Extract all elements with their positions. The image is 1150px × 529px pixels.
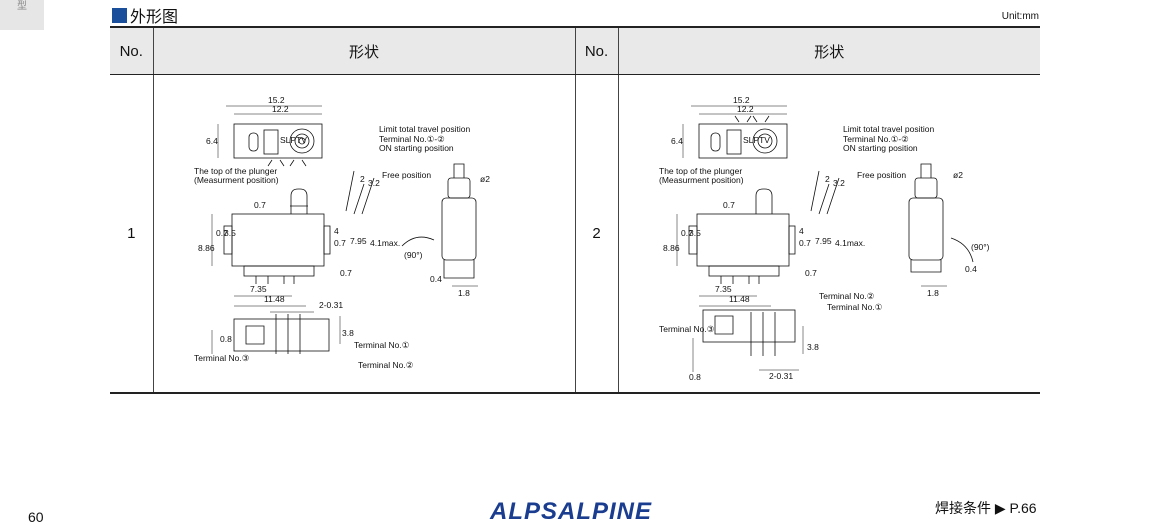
dim-3-8: 3.8 [807,342,819,352]
table-row: 1 [110,74,1040,394]
dim-3-5: 3.5 [224,228,236,238]
outline-drawing-1: 15.2 12.2 6.4 SLPTV Limit total travel p… [194,95,490,370]
alpsalpine-logo: ALPSALPINE [490,498,653,525]
dim-0-7a: 0.7 [723,200,735,210]
dim-8-86: 8.86 [663,243,680,253]
section-title: 外形图 [112,3,178,27]
label-terminal-3: Terminal No.③ [194,353,250,363]
part-marking: SLPTV [280,135,307,145]
label-terminal-3: Terminal No.③ [659,324,715,334]
dim-8-86: 8.86 [198,243,215,253]
shape-cell-2: 15.2 12.2 6.4 SLPTV Limit total travel p… [617,74,1040,394]
label-free: Free position [857,170,906,180]
dim-0-7b: 0.7 [681,228,693,238]
dim-0-8: 0.8 [689,372,701,381]
label-terminal-2: Terminal No.② [819,291,875,301]
dim-7-35: 7.35 [715,284,732,294]
dim-4-1max: 4.1max. [370,238,400,248]
dim-3-8: 3.8 [342,328,354,338]
label-terminal-1: Terminal No.① [827,302,883,312]
side-tab: 型 [0,0,44,30]
table-header-row: No. 形状 No. 形状 [110,26,1040,75]
row-no-1: 1 [110,74,153,394]
part-marking: SLPTV [743,135,770,145]
page-number: 60 [28,509,44,525]
label-plunger-1: The top of the plunger [194,166,277,176]
label-on-2: ON starting position [843,143,918,153]
dim-15-2: 15.2 [733,95,750,105]
dim-6-4: 6.4 [671,136,683,146]
dim-0-7d: 0.7 [340,268,352,278]
dim-0-7c: 0.7 [334,238,346,248]
dim-7-35: 7.35 [250,284,267,294]
header-shape: 形状 [152,26,575,75]
section-title-text: 外形图 [130,9,179,26]
dim-2: 2 [360,174,365,184]
unit-label: Unit:mm [1001,11,1039,22]
outline-table: No. 形状 No. 形状 1 [110,26,1040,394]
label-on-1: Terminal No.①-② [379,134,445,144]
header-no: No. [110,26,153,75]
label-on-1: Terminal No.①-② [843,134,909,144]
dim-phi-2: ø2 [953,170,963,180]
label-limit: Limit total travel position [379,124,470,134]
dim-7-95: 7.95 [815,236,832,246]
dim-4: 4 [799,226,804,236]
dim-11-48: 11.48 [264,294,285,304]
dim-3-2: 3.2 [833,178,845,188]
dim-12-2: 12.2 [272,104,289,114]
label-plunger-1: The top of the plunger [659,166,742,176]
dim-2: 2 [825,174,830,184]
outline-drawing-2: 15.2 12.2 6.4 SLPTV Limit total travel p… [659,95,990,381]
dim-7-95: 7.95 [350,236,367,246]
shape-cell-1: 15.2 12.2 6.4 SLPTV Limit total travel p… [152,74,575,394]
dim-3-5: 3.5 [689,228,701,238]
dim-2-0-31: 2-0.31 [319,300,343,310]
header-shape-2: 形状 [617,26,1040,75]
dim-4: 4 [334,226,339,236]
row-no-2: 2 [574,74,618,394]
label-terminal-1: Terminal No.① [354,340,410,350]
header-no-2: No. [574,26,618,75]
dim-1-8: 1.8 [458,288,470,298]
dim-0-7b: 0.7 [216,228,228,238]
label-terminal-2: Terminal No.② [358,360,414,370]
dim-2-0-31: 2-0.31 [769,371,793,381]
dim-11-48: 11.48 [729,294,750,304]
dim-phi-2: ø2 [480,174,490,184]
soldering-conditions-link[interactable]: 焊接条件 ▶ P.66 [935,500,1037,516]
dim-12-2: 12.2 [737,104,754,114]
dim-0-7a: 0.7 [254,200,266,210]
dim-0-8: 0.8 [220,334,232,344]
label-limit: Limit total travel position [843,124,934,134]
dim-0-7c: 0.7 [799,238,811,248]
label-plunger-2: (Measurment position) [194,175,279,185]
dim-4-1max: 4.1max. [835,238,865,248]
label-plunger-2: (Measurment position) [659,175,744,185]
dim-15-2: 15.2 [268,95,285,105]
dim-6-4: 6.4 [206,136,218,146]
label-on-2: ON starting position [379,143,454,153]
dim-angle: (90°) [971,242,990,252]
label-free: Free position [382,170,431,180]
dim-0-4: 0.4 [430,274,442,284]
dim-angle: (90°) [404,250,423,260]
dim-0-4: 0.4 [965,264,977,274]
dim-3-2: 3.2 [368,178,380,188]
dim-0-7d: 0.7 [805,268,817,278]
section-marker-icon [112,7,127,23]
dim-1-8: 1.8 [927,288,939,298]
